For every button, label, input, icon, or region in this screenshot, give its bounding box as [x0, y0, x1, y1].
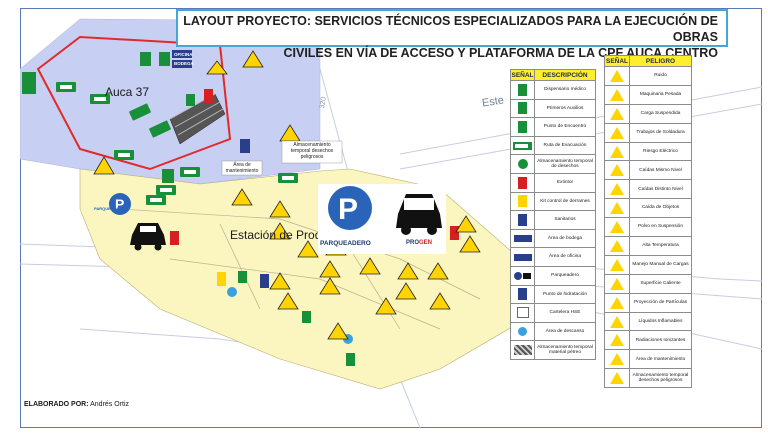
- hydration-icon: [518, 288, 527, 301]
- legend-row: Parqueadero: [510, 265, 596, 286]
- parqueadero-label: PARQUEADERO: [320, 240, 371, 247]
- hazard-signs: [93, 50, 481, 340]
- suspended-load-icon: [610, 107, 624, 120]
- hazard-header-signal: SEÑAL: [604, 55, 630, 67]
- toilets-icon: [518, 213, 527, 226]
- hazard-row: Trabajos de Soldadura: [604, 122, 692, 143]
- hazard-row: Ruido: [604, 66, 692, 86]
- legend-row: Almacenamiento temporal de desechos: [510, 154, 596, 174]
- ionizing-radiation-icon: [610, 334, 624, 347]
- legend-row: Kit control de derrames: [510, 191, 596, 212]
- almacenamiento-map-box: [281, 140, 343, 164]
- hazard-row: Proyección de Partículas: [604, 292, 692, 313]
- office-icon: [513, 253, 532, 261]
- svg-text:P: P: [338, 193, 358, 226]
- map-oficina-sign: OFICINA: [174, 52, 193, 57]
- hazard-row: Radiaciones Ionizantes: [604, 330, 692, 351]
- warehouse-icon: [513, 234, 532, 242]
- high-temperature-icon: [610, 239, 624, 252]
- electric-risk-icon: [610, 145, 624, 158]
- falling-objects-icon: [610, 202, 624, 215]
- evacuation-arrow-icon: [513, 141, 532, 150]
- dust-icon: [610, 221, 624, 234]
- same-level-fall-icon: [610, 164, 624, 177]
- svg-text:P: P: [115, 196, 124, 212]
- hazard-row: Carga Suspendida: [604, 103, 692, 124]
- legend-row: Almacenamiento temporal material pétreo: [510, 340, 596, 360]
- meeting-point-icon: [518, 120, 527, 133]
- waste-storage-icon: [517, 159, 528, 170]
- title-box: LAYOUT PROYECTO: SERVICIOS TÉCNICOS ESPE…: [176, 9, 728, 60]
- legend-row: Extintor: [510, 172, 596, 193]
- legend-row: Cartelera HSE: [510, 303, 596, 323]
- services-legend: SEÑAL DESCRIPCIÓN Dispensario médico Pri…: [510, 69, 596, 360]
- meeting-point-sign: [22, 72, 36, 94]
- hazards-legend: SEÑAL PELIGRO Ruido Maquinaria Pesada Ca…: [604, 55, 692, 389]
- legend-row: Área de descanso: [510, 321, 596, 342]
- extinguisher-icon: [518, 176, 527, 189]
- particles-icon: [610, 296, 624, 309]
- welding-icon: [610, 126, 624, 139]
- hazard-header-peligro: PELIGRO: [629, 55, 692, 67]
- legend-header-description: DESCRIPCIÓN: [534, 69, 596, 81]
- elaborado-por: ELABORADO POR: Andrés Ortiz: [24, 401, 130, 408]
- noise-icon: [610, 69, 624, 82]
- hazard-row: Alta Temperatura: [604, 236, 692, 256]
- parking-icon: [513, 271, 522, 280]
- hot-surface-icon: [610, 277, 624, 290]
- estacion-label: Estación de Prod: [230, 228, 322, 242]
- legend-row: Primeros Auxilios: [510, 98, 596, 119]
- spill-kit-icon: [518, 195, 527, 208]
- auca-37-label: Auca 37: [105, 85, 150, 99]
- hazard-row: Caída de Objetos: [604, 198, 692, 219]
- legend-row: Área de oficina: [510, 247, 596, 267]
- hazard-row: Líquidos Inflamables: [604, 311, 692, 332]
- hazardous-waste-icon: [610, 372, 624, 385]
- legend-row: Punto de hidratación: [510, 284, 596, 305]
- stone-storage-area: [169, 93, 226, 145]
- hazard-row: Polvo en Suspensión: [604, 217, 692, 238]
- car-logo-icon: [396, 194, 442, 235]
- parking-panel: P PARQUEADERO PROGEN: [318, 184, 446, 254]
- hazard-row: Área de mantenimiento: [604, 349, 692, 370]
- hazard-row: Caídas Mismo Nivel: [604, 160, 692, 181]
- car-icon: [523, 272, 532, 279]
- legend-row: Dispensario médico: [510, 80, 596, 100]
- map-bodega-sign: BODEGA: [174, 61, 194, 66]
- hazard-row: Manejo Manual de Cargas: [604, 254, 692, 275]
- rest-area-icon: [518, 327, 527, 337]
- auca-37-boundary: [36, 35, 232, 171]
- legend-row: Punto de Encuentro: [510, 117, 596, 137]
- hazard-row: Caídas Distinto Nivel: [604, 179, 692, 200]
- different-level-fall-icon: [610, 183, 624, 196]
- map-almacenamiento-label: Almacenamiento temporal desechos peligro…: [290, 142, 334, 160]
- heavy-machinery-icon: [610, 88, 624, 101]
- first-aid-icon: [518, 102, 527, 115]
- medical-dispensary-icon: [518, 83, 527, 96]
- progen-label: PROGEN: [406, 240, 433, 246]
- mantenimiento-map-box: [221, 160, 263, 176]
- legend-header-signal: SEÑAL: [510, 69, 535, 81]
- flammable-liquids-icon: [610, 315, 624, 328]
- legend-row: Área de bodega: [510, 228, 596, 249]
- map-parking-label: PARQUEADERO: [94, 206, 126, 211]
- map-frame: [20, 8, 762, 428]
- map-mantenimiento-label: Área de mantenimiento: [225, 162, 259, 174]
- hazard-row: Superficie Caliente: [604, 273, 692, 294]
- hse-board-icon: [516, 307, 529, 319]
- manual-handling-icon: [610, 258, 624, 271]
- maintenance-area-icon: [610, 353, 624, 366]
- parking-logos: P: [328, 186, 442, 235]
- hazard-row: Maquinaria Pesada: [604, 84, 692, 105]
- hazard-row: Almacenamiento temporal desechos peligro…: [604, 368, 692, 389]
- hazard-row: Riesgo Eléctrico: [604, 141, 692, 162]
- title-line-1: LAYOUT PROYECTO: SERVICIOS TÉCNICOS ESPE…: [183, 14, 718, 44]
- stone-material-icon: [513, 345, 532, 356]
- map-car-icon: [130, 223, 166, 251]
- legend-row: Ruta de Evacuación: [510, 135, 596, 156]
- map-parking-icon: [109, 193, 131, 215]
- legend-row: Sanitarios: [510, 210, 596, 230]
